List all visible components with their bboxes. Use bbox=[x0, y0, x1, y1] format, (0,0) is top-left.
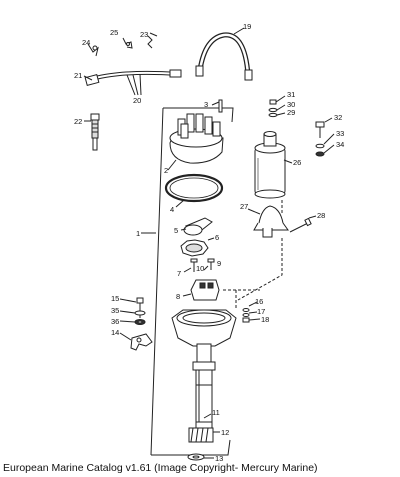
parts-23-24-25-clips bbox=[87, 32, 158, 57]
part-21-spark-plug-wire bbox=[83, 69, 182, 96]
callout-6: 6 bbox=[215, 233, 219, 242]
callout-35: 35 bbox=[111, 306, 119, 315]
distributor-housing bbox=[171, 309, 237, 423]
callout-9: 9 bbox=[217, 259, 221, 268]
callout-21: 21 bbox=[74, 71, 82, 80]
callout-15: 15 bbox=[111, 294, 119, 303]
callout-1: 1 bbox=[136, 229, 140, 238]
parts-7-9-10-screws bbox=[183, 258, 215, 273]
callout-18: 18 bbox=[261, 315, 269, 324]
callout-14: 14 bbox=[111, 328, 119, 337]
parts-14-15-35-36-hold-down bbox=[119, 297, 153, 351]
callout-4: 4 bbox=[170, 205, 174, 214]
part-26-ignition-coil bbox=[254, 131, 293, 199]
callout-30: 30 bbox=[287, 100, 295, 109]
callout-16: 16 bbox=[255, 297, 263, 306]
callout-17: 17 bbox=[257, 307, 265, 316]
callout-26: 26 bbox=[293, 158, 301, 167]
callout-labels: 1 2 3 4 5 6 7 8 9 10 11 12 13 14 15 16 1… bbox=[74, 22, 344, 463]
callout-10: 10 bbox=[196, 264, 204, 273]
callout-33: 33 bbox=[336, 129, 344, 138]
callout-31: 31 bbox=[287, 90, 295, 99]
callout-27: 27 bbox=[240, 202, 248, 211]
parts-29-30-31-terminal-nuts bbox=[268, 95, 286, 118]
callout-34: 34 bbox=[336, 140, 344, 149]
callout-7: 7 bbox=[177, 269, 181, 278]
part-8-ignition-module bbox=[182, 279, 220, 301]
part-28-bracket-screw bbox=[289, 215, 317, 233]
part-4-cap-gasket bbox=[164, 173, 224, 208]
callout-24: 24 bbox=[82, 38, 90, 47]
callout-25: 25 bbox=[110, 28, 118, 37]
part-5-rotor bbox=[180, 217, 213, 236]
parts-32-33-34-bolt-washers bbox=[315, 117, 335, 157]
callout-22: 22 bbox=[74, 117, 82, 126]
callout-12: 12 bbox=[221, 428, 229, 437]
callout-13: 13 bbox=[215, 454, 223, 463]
assembly-bracket bbox=[150, 107, 234, 456]
callout-8: 8 bbox=[176, 292, 180, 301]
callout-2: 2 bbox=[164, 166, 168, 175]
callout-23: 23 bbox=[140, 30, 148, 39]
callout-32: 32 bbox=[334, 113, 342, 122]
callout-5: 5 bbox=[174, 226, 178, 235]
callout-36: 36 bbox=[111, 317, 119, 326]
parts-16-17-18-screws bbox=[242, 301, 261, 323]
part-13-thrust-washer bbox=[187, 453, 214, 461]
callout-3: 3 bbox=[204, 100, 208, 109]
part-2-distributor-cap bbox=[167, 113, 224, 171]
callout-28: 28 bbox=[317, 211, 325, 220]
part-12-drive-gear bbox=[188, 413, 220, 443]
part-6-reluctor bbox=[180, 237, 215, 257]
part-19-coil-wire bbox=[195, 27, 253, 81]
callout-29: 29 bbox=[287, 108, 295, 117]
copyright-caption: European Marine Catalog v1.61 (Image Cop… bbox=[3, 462, 318, 474]
callout-20: 20 bbox=[133, 96, 141, 105]
part-22-spark-plug bbox=[84, 113, 100, 151]
callout-19: 19 bbox=[243, 22, 251, 31]
callout-11: 11 bbox=[212, 408, 220, 417]
part-27-coil-bracket bbox=[247, 205, 289, 238]
